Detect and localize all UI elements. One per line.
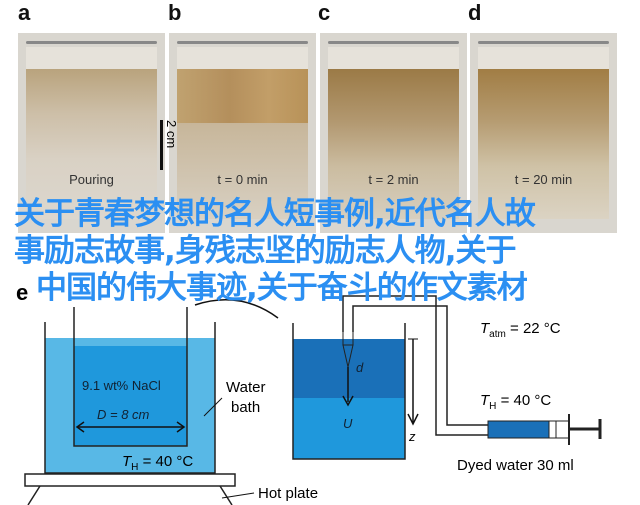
d-label: d	[356, 360, 364, 375]
panel-label-a: a	[18, 0, 31, 25]
u-label: U	[343, 416, 353, 431]
tatm-label: Tatm = 22 °C	[480, 320, 561, 340]
z-label: z	[408, 429, 416, 444]
caption-d: t = 20 min	[514, 172, 573, 187]
overlay-headline: 关于青春梦想的名人短事例,近代名人故 事励志故事,身残志坚的励志人物,关于 中国…	[14, 196, 634, 307]
transfer-arrow	[194, 299, 279, 319]
nacl-solution	[74, 346, 187, 446]
photo-a: Pouring	[18, 33, 165, 233]
salt-layer	[293, 398, 405, 459]
overlay-line-2: 事励志故事,身残志坚的励志人物,关于	[14, 233, 517, 269]
water-bath-label-1: Water	[226, 379, 265, 396]
caption-b: t = 0 min	[217, 172, 268, 187]
panel-label-b: b	[168, 0, 182, 25]
syringe-barrel	[487, 420, 550, 439]
caption-a: Pouring	[69, 172, 114, 187]
water-bath-label-2: bath	[231, 399, 260, 416]
scale-bar-label: 2 cm	[164, 120, 179, 149]
panel-label-d: d	[468, 0, 482, 25]
photo-b: t = 0 min	[169, 33, 316, 233]
photo-c: t = 2 min	[320, 33, 467, 233]
overlay-line-3: 中国的伟大事迹,关于奋斗的作文素材	[36, 270, 528, 306]
nacl-label: 9.1 wt% NaCl	[82, 378, 161, 393]
panel-label-e: e	[16, 280, 28, 305]
syringe-label: Dyed water 30 ml	[457, 457, 574, 474]
photo-d: t = 20 min	[470, 33, 617, 233]
diameter-label: D = 8 cm	[97, 407, 150, 422]
hot-plate	[24, 473, 236, 487]
tube	[342, 295, 488, 436]
scale-bar	[160, 120, 163, 170]
hot-plate-label: Hot plate	[258, 485, 318, 502]
th-right-label: TH = 40 °C	[480, 392, 551, 412]
caption-c: t = 2 min	[368, 172, 419, 187]
overlay-line-1: 关于青春梦想的名人短事例,近代名人故	[14, 196, 536, 232]
dyed-layer	[293, 339, 405, 398]
th-left-label: TH = 40 °C	[122, 453, 193, 473]
panel-label-c: c	[318, 0, 331, 25]
